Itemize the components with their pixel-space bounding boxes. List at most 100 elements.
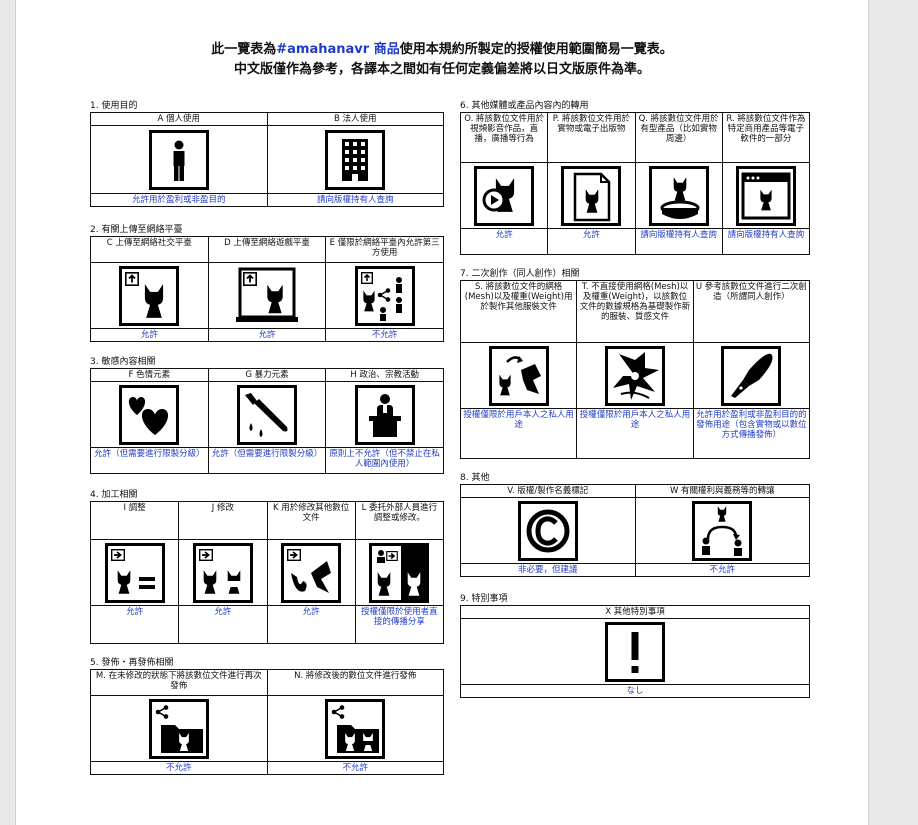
publication-icon	[547, 162, 636, 229]
exclamation-icon	[460, 618, 810, 685]
adjust-icon	[89, 539, 180, 606]
software-icon	[721, 162, 811, 229]
col-header-fan-art: U 參考該數位文件進行二次創造（所謂同人創作）	[692, 280, 811, 343]
section-other-media: 6. 其他媒體或產品內容內的轉用 O. 將該數位文件用於視頻影音作品，直播，廣播…	[459, 100, 811, 255]
knife-icon	[207, 381, 327, 448]
share-modified-icon	[266, 695, 444, 762]
result-political: 原則上不允許（但不禁止在私人範圍內使用）	[325, 447, 444, 474]
col-header-adjust: I 調整	[89, 501, 180, 540]
section-table: M. 在未修改的狀態下將該數位文件進行再次發佈 N. 將修改後的數位文件進行發佈…	[90, 669, 444, 775]
mesh-clothes-icon	[459, 342, 578, 409]
section-other: 8. 其他 V. 版權/製作名義標記 W 有關權利與義務等的轉讓 非必要，但建議…	[460, 472, 810, 577]
section-title: 5. 發佈・再發佈相關	[90, 658, 174, 668]
section-processing: 4. 加工相關 I 調整 J 修改 K 用於修改其他數位文件 L 委托外部人員進…	[89, 489, 445, 644]
result-redistribute: 不允許	[90, 761, 268, 775]
document-page: 此一覽表為#amahanavr 商品使用本規約所製定的授權使用範圍簡易一覽表。 …	[16, 0, 868, 825]
result-mesh: 授權僅限於用戶本人之私人用途	[459, 408, 578, 459]
section-table: F 色情元素 G 暴力元素 H 政治、宗教活動 允許（但需要進行限製分級） 允許…	[90, 368, 444, 474]
col-header-game: D 上傳至網絡遊戲平臺	[207, 236, 327, 263]
col-header-modify: J 修改	[178, 501, 268, 540]
col-header-sns: C 上傳至網絡社交平臺	[90, 236, 209, 263]
modify-icon	[178, 539, 268, 606]
result-personal: 允許用於盈利或非盈目的	[90, 193, 268, 207]
col-header-parts: K 用於修改其他數位文件	[266, 501, 356, 540]
section-table: C 上傳至網絡社交平臺 D 上傳至網絡遊戲平臺 E 僅限於網絡平臺內允許第三方使…	[90, 236, 444, 342]
col-header-violence: G 暴力元素	[207, 368, 327, 382]
section-table: I 調整 J 修改 K 用於修改其他數位文件 L 委托外部人員進行調整或修改。	[89, 501, 445, 644]
section-title: 2. 有關上傳至網絡平臺	[90, 225, 183, 235]
result-goods: 請向版權持有人查詢	[634, 228, 723, 255]
section-title: 1. 使用目的	[90, 101, 138, 111]
col-header-goods: Q. 將該數位文件用於有型產品（比如實物周邊）	[634, 112, 723, 163]
upload-avatar-icon	[90, 262, 209, 329]
section-title: 4. 加工相關	[90, 490, 138, 500]
col-header-video: O. 將該數位文件用於視頻影音作品，直播，廣播等行為	[459, 112, 549, 163]
section-table: S. 將該數位文件的網格(Mesh)以及權重(Weight)用於製作其他服裝文件…	[459, 280, 811, 459]
section-redistribution: 5. 發佈・再發佈相關 M. 在未修改的狀態下將該數位文件進行再次發佈 N. 將…	[90, 657, 444, 775]
result-publication: 允許	[547, 228, 636, 255]
result-violence: 允許（但需要進行限製分級）	[207, 447, 327, 474]
result-distribute-modified: 不允許	[266, 761, 444, 775]
result-modify: 允許	[178, 605, 268, 644]
col-header-redistribute: M. 在未修改的狀態下將該數位文件進行再次發佈	[90, 669, 268, 696]
share-third-party-icon	[325, 262, 444, 329]
section-title: 7. 二次創作（同人創作）相關	[460, 269, 580, 279]
header-line-2: 中文版僅作為參考，各譯本之間如有任何定義偏差將以日文版原件為準。	[233, 62, 650, 77]
building-icon	[266, 125, 444, 194]
copyright-icon	[460, 497, 636, 564]
section-table: V. 版權/製作名義標記 W 有關權利與義務等的轉讓 非必要，但建議 不允許	[460, 484, 810, 577]
result-video: 允許	[459, 228, 549, 255]
result-third-party: 不允許	[325, 328, 444, 342]
result-special: なし	[460, 684, 810, 698]
result-parts: 允許	[266, 605, 356, 644]
col-header-political: H 政治、宗教活動	[325, 368, 444, 382]
section-table: A 個人使用 B 法人使用 允許用於盈利或非盈目的 請向版權持有人查詢	[90, 112, 444, 207]
result-transfer: 不允許	[634, 563, 810, 577]
header-line-1: 此一覽表為#amahanavr 商品使用本規約所製定的授權使用範圍簡易一覽表。	[211, 42, 673, 57]
result-fan-art: 允許用於盈利或非盈利目的的發佈用途（包含實物或以數位方式傳播發佈）	[692, 408, 811, 459]
col-header-third-party: E 僅限於網絡平臺內允許第三方使用	[325, 236, 444, 263]
col-header-texture: T. 不直接使用網格(Mesh)以及權重(Weight)，以該數位文件的數據規格…	[576, 280, 694, 343]
share-folder-icon	[90, 695, 268, 762]
result-adjust: 允許	[89, 605, 180, 644]
section-table: X 其他特別事項 なし	[460, 605, 810, 698]
result-credit: 非必要，但建議	[460, 563, 636, 577]
result-outsource: 授權僅限於使用者直接的傳播分享	[354, 605, 445, 644]
section-table: O. 將該數位文件用於視頻影音作品，直播，廣播等行為 P. 將該數位文件用於實物…	[459, 112, 811, 255]
pen-icon	[692, 342, 811, 409]
podium-icon	[325, 381, 444, 448]
section-derivative: 7. 二次創作（同人創作）相關 S. 將該數位文件的網格(Mesh)以及權重(W…	[459, 268, 811, 459]
section-upload: 2. 有關上傳至網絡平臺 C 上傳至網絡社交平臺 D 上傳至網絡遊戲平臺 E 僅…	[90, 224, 444, 342]
section-title: 8. 其他	[460, 473, 490, 483]
section-title: 6. 其他媒體或產品內容內的轉用	[460, 101, 589, 111]
brand-name: #amahanavr 商品	[276, 42, 400, 57]
figure-icon	[634, 162, 723, 229]
section-usage-purpose: 1. 使用目的 A 個人使用 B 法人使用 允許用於盈利或非盈目的 請向版權持有…	[90, 100, 444, 207]
result-sexual: 允許（但需要進行限製分級）	[90, 447, 209, 474]
col-header-publication: P. 將該數位文件用於實物或電子出版物	[547, 112, 636, 163]
result-software: 請向版權持有人查詢	[721, 228, 811, 255]
col-header-sexual: F 色情元素	[90, 368, 209, 382]
person-icon	[90, 125, 268, 194]
result-texture: 授權僅限於用戶本人之私人用途	[576, 408, 694, 459]
hearts-icon	[90, 381, 209, 448]
transfer-icon	[634, 497, 810, 564]
texture-icon	[576, 342, 694, 409]
result-corporate: 請向版權持有人查詢	[266, 193, 444, 207]
section-special: 9. 特別事項 X 其他特別事項 なし	[460, 593, 810, 698]
section-sensitive: 3. 敏感內容相關 F 色情元素 G 暴力元素 H 政治、宗教活動 允許（但需要…	[90, 356, 444, 474]
col-header-mesh: S. 將該數位文件的網格(Mesh)以及權重(Weight)用於製作其他服裝文件	[459, 280, 578, 343]
col-header-personal: A 個人使用	[90, 112, 268, 126]
upload-game-icon	[207, 262, 327, 329]
section-title: 3. 敏感內容相關	[90, 357, 156, 367]
col-header-corporate: B 法人使用	[266, 112, 444, 126]
col-header-distribute-modified: N. 將修改後的數位文件進行發佈	[266, 669, 444, 696]
col-header-special: X 其他特別事項	[460, 605, 810, 619]
result-game: 允許	[207, 328, 327, 342]
result-sns: 允許	[90, 328, 209, 342]
video-icon	[459, 162, 549, 229]
outsource-icon	[354, 539, 445, 606]
col-header-transfer: W 有關權利與義務等的轉讓	[634, 484, 810, 498]
col-header-credit: V. 版權/製作名義標記	[460, 484, 636, 498]
col-header-outsource: L 委托外部人員進行調整或修改。	[354, 501, 445, 540]
